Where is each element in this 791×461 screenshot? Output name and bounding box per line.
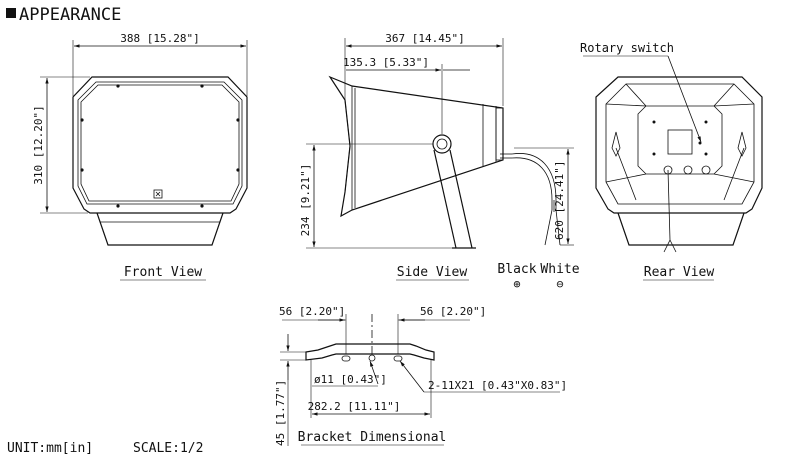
rear-screws [652, 120, 708, 156]
rear-bracket-arms [615, 147, 745, 201]
front-logo-badge [153, 189, 163, 199]
side-driver-cap [495, 107, 504, 161]
side-view-caption: Side View [397, 265, 468, 280]
side-inner-dim: 135.3 [5.33"] [343, 56, 429, 69]
side-driver-lines [482, 104, 497, 166]
slot-leader [399, 360, 425, 393]
bracket-left-dim: 56 [2.20"] [279, 305, 345, 318]
plus-symbol: ⊕ [513, 277, 520, 291]
side-bracket-arm [433, 149, 473, 249]
bracket-right-dim: 56 [2.20"] [420, 305, 486, 318]
side-pivot-inner [436, 138, 448, 150]
side-mouth-edge [344, 99, 351, 193]
wire-black-label: Black [497, 262, 536, 277]
rear-view-caption: Rear View [644, 265, 715, 280]
bracket-center-hole [368, 354, 376, 362]
front-view-caption: Front View [124, 265, 202, 280]
rotary-switch-dot [698, 141, 702, 145]
bracket-slot-dim: 2-11X21 [0.43"X0.83"] [428, 379, 567, 392]
front-logo-mark [155, 191, 161, 197]
rear-cable [663, 169, 677, 253]
bracket-height-dim: 45 [1.77"] [274, 380, 287, 446]
rear-inner-outline [605, 83, 755, 205]
front-screws [80, 84, 240, 208]
bracket-hole-dim: ø11 [0.43"] [314, 373, 387, 386]
front-grille-outline [80, 84, 240, 202]
side-pivot-outer [432, 134, 452, 154]
rear-center-panel [637, 105, 723, 175]
front-height-dim: 310 [12.20"] [32, 105, 45, 184]
front-width-dim: 388 [15.28"] [120, 32, 199, 45]
scale-label: SCALE:1/2 [133, 441, 203, 456]
bracket-caption: Bracket Dimensional [298, 430, 447, 445]
rear-panel-lines [605, 83, 755, 183]
rear-right-pivot [737, 131, 747, 157]
bracket-span-dim: 282.2 [11.11"] [308, 400, 401, 413]
rear-outer-outline [595, 76, 763, 214]
side-view: 367 [14.45"] 135.3 [5.33"] 234 [9.21"] 6… [299, 32, 580, 291]
hole-leader [369, 360, 379, 385]
section-title: APPEARANCE [19, 5, 121, 25]
front-inner-outline [77, 81, 243, 205]
side-height-dim: 234 [9.21"] [299, 164, 312, 237]
rear-left-pivot [611, 131, 621, 157]
wire-white-label: White [540, 262, 579, 277]
bracket-body [305, 343, 435, 361]
bracket-slot-left [341, 355, 351, 362]
rotary-switch-label: Rotary switch [580, 41, 674, 55]
side-horn-outline [328, 75, 504, 218]
bracket-drawing: 56 [2.20"] 56 [2.20"] ø11 [0.43"] 2-11X2… [274, 305, 567, 446]
rear-terminals [663, 165, 711, 175]
side-cable-dim: 620 [24.41"] [553, 161, 566, 240]
front-outer-outline [72, 76, 248, 214]
front-bracket [96, 212, 224, 246]
minus-symbol: ⊖ [556, 277, 563, 291]
bracket-slot-right [393, 355, 403, 362]
rotary-switch-leader [667, 55, 702, 143]
title-bullet-square [6, 8, 16, 18]
rotary-switch-box [667, 129, 693, 155]
front-view: 388 [15.28"] 310 [12.20"] Front View [32, 32, 248, 281]
side-depth-dim: 367 [14.45"] [385, 32, 464, 45]
rear-bracket [617, 212, 745, 246]
side-wire-leads [544, 209, 561, 246]
side-cable [511, 153, 557, 210]
unit-label: UNIT:mm[in] [7, 441, 93, 456]
rear-view: Rotary switch Rear View [580, 41, 763, 281]
